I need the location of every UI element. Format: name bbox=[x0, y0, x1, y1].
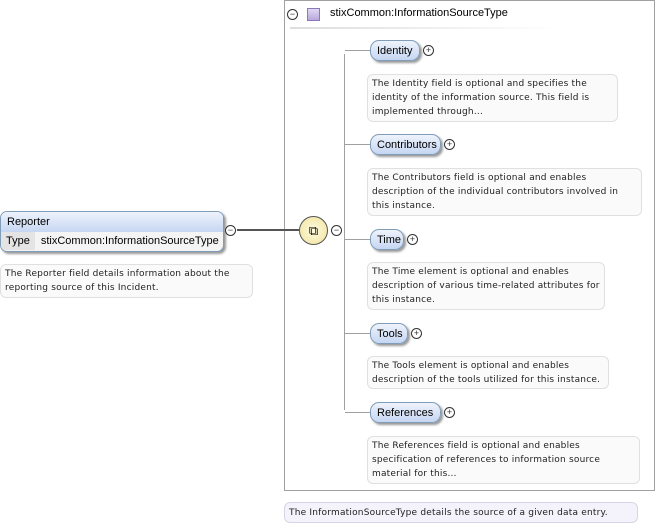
branch-line bbox=[345, 239, 370, 240]
element-description: The Contributors field is optional and e… bbox=[367, 168, 642, 216]
element-description: The Time element is optional and enables… bbox=[367, 262, 605, 310]
title-divider bbox=[290, 27, 560, 29]
sequence-icon: ⧉ bbox=[299, 216, 328, 245]
element-description: The Tools element is optional and enable… bbox=[367, 356, 609, 389]
reporter-description: The Reporter field details information a… bbox=[0, 264, 253, 298]
type-frame bbox=[284, 0, 655, 491]
type-title: stixCommon:InformationSourceType bbox=[330, 7, 508, 19]
collapse-reporter-icon[interactable]: − bbox=[225, 225, 236, 236]
reporter-name: Reporter bbox=[1, 212, 223, 232]
element-4[interactable]: References bbox=[370, 402, 441, 423]
type-label: Type bbox=[1, 232, 35, 250]
reporter-element[interactable]: Reporter Type stixCommon:InformationSour… bbox=[0, 211, 224, 252]
branch-line bbox=[345, 50, 370, 51]
expand-icon[interactable]: + bbox=[444, 407, 455, 418]
element-2[interactable]: Time bbox=[370, 229, 404, 250]
collapse-type-icon[interactable]: − bbox=[287, 9, 298, 20]
expand-icon[interactable]: + bbox=[423, 45, 434, 56]
sequence-trunk bbox=[344, 54, 345, 410]
element-0[interactable]: Identity bbox=[370, 40, 420, 61]
expand-icon[interactable]: + bbox=[444, 139, 455, 150]
branch-line bbox=[345, 144, 370, 145]
expand-icon[interactable]: + bbox=[411, 328, 422, 339]
element-1[interactable]: Contributors bbox=[370, 134, 441, 155]
expand-icon[interactable]: + bbox=[407, 234, 418, 245]
branch-line bbox=[345, 412, 370, 413]
type-description: The InformationSourceType details the so… bbox=[284, 502, 638, 523]
complex-type-icon bbox=[307, 8, 320, 21]
collapse-sequence-icon[interactable]: − bbox=[331, 225, 342, 236]
type-value: stixCommon:InformationSourceType bbox=[40, 235, 219, 247]
element-3[interactable]: Tools bbox=[370, 323, 408, 344]
element-description: The Identity field is optional and speci… bbox=[367, 74, 618, 122]
element-description: The References field is optional and ena… bbox=[367, 436, 640, 484]
connector bbox=[237, 229, 299, 231]
branch-line bbox=[345, 333, 370, 334]
